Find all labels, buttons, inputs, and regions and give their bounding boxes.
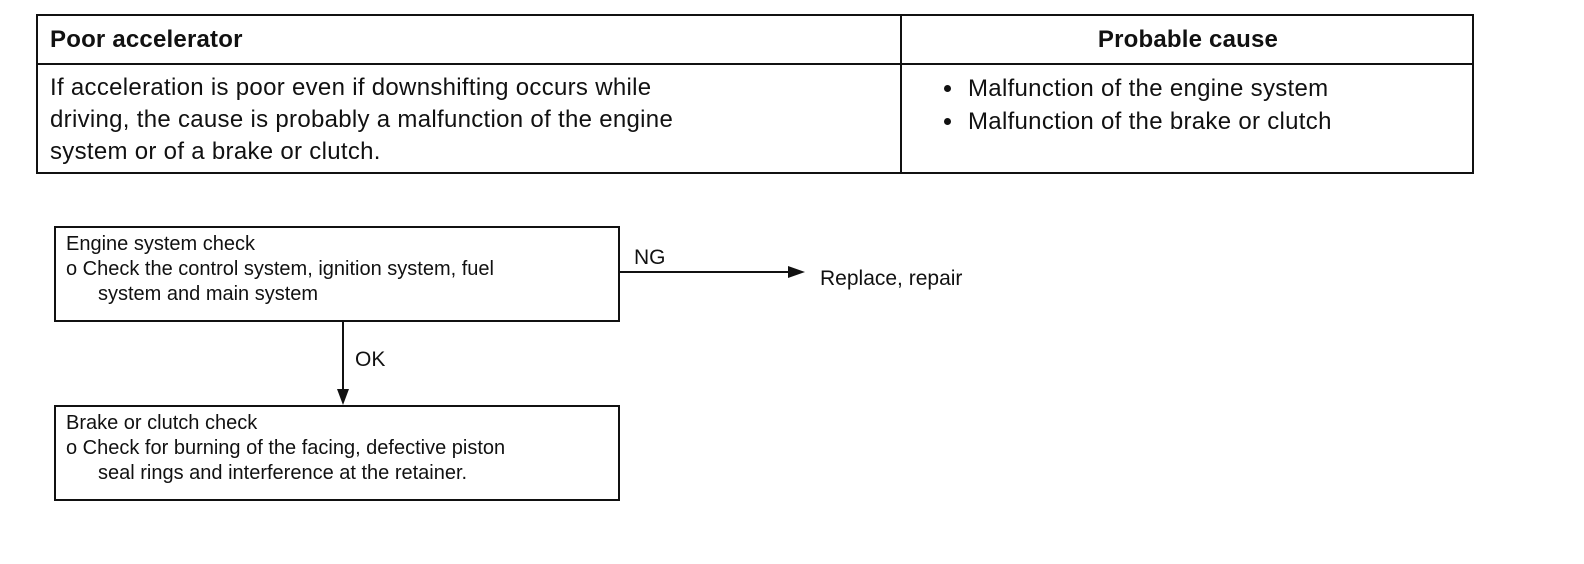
brake-check-step-continued: seal rings and interference at the retai… — [98, 462, 468, 484]
probable-cause-text: Malfunction of the engine system — [968, 75, 1329, 102]
symptom-table: Poor accelerator Probable cause If accel… — [36, 14, 1474, 174]
probable-cause-item: Malfunction of the brake or clutch — [942, 105, 1332, 138]
brake-clutch-check-box: Brake or clutch check o Check for burnin… — [54, 405, 620, 501]
engine-system-check-box: Engine system check o Check the control … — [54, 226, 620, 322]
probable-cause-item: Malfunction of the engine system — [942, 72, 1332, 105]
table-header-divider — [38, 63, 1472, 65]
brake-check-step: o Check for burning of the facing, defec… — [66, 437, 506, 459]
brake-check-title: Brake or clutch check — [66, 412, 258, 434]
ng-arrowhead-icon — [788, 266, 805, 278]
table-column-divider — [900, 16, 902, 172]
description-line: driving, the cause is probably a malfunc… — [50, 106, 674, 133]
ng-result-label: Replace, repair — [820, 267, 963, 290]
engine-check-title: Engine system check — [66, 233, 255, 255]
symptom-description: If acceleration is poor even if downshif… — [50, 72, 810, 168]
bullet-icon — [944, 85, 951, 92]
bullet-icon — [944, 118, 951, 125]
symptom-header: Poor accelerator — [50, 26, 243, 53]
engine-check-step-continued: system and main system — [98, 283, 319, 305]
ok-arrowhead-icon — [337, 389, 349, 405]
probable-cause-text: Malfunction of the brake or clutch — [968, 108, 1332, 135]
description-line: If acceleration is poor even if downshif… — [50, 74, 652, 101]
ng-label: NG — [634, 246, 666, 269]
description-line: system or of a brake or clutch. — [50, 138, 381, 165]
probable-cause-list: Malfunction of the engine system Malfunc… — [942, 72, 1332, 138]
probable-cause-header: Probable cause — [1097, 26, 1279, 53]
ok-label: OK — [355, 348, 386, 371]
engine-check-step: o Check the control system, ignition sys… — [66, 258, 494, 280]
